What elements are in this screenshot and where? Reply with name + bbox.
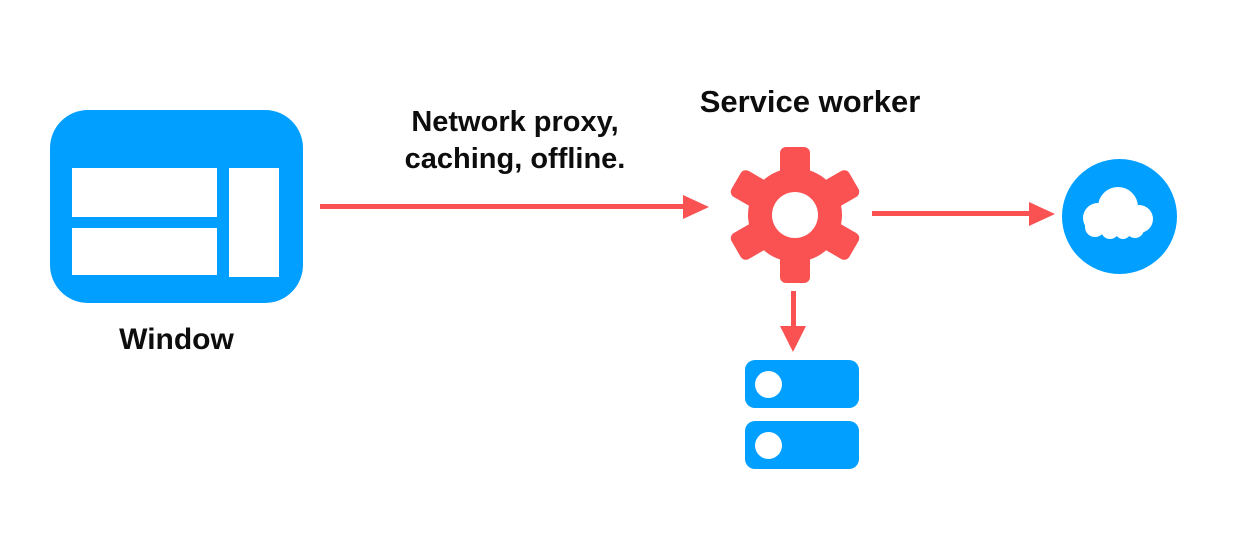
database-disk-indicator (755, 371, 782, 398)
worker-to-storage-arrow (791, 291, 796, 328)
database-disk-indicator (755, 432, 782, 459)
worker-to-cloud-arrow (872, 211, 1030, 216)
worker-to-cloud-arrowhead-icon (1029, 202, 1055, 226)
window-pane-right (229, 168, 279, 277)
database-disk-bottom (745, 421, 859, 469)
worker-to-storage-arrowhead-icon (780, 326, 806, 352)
window-label: Window (119, 323, 234, 356)
service-worker-label: Service worker (699, 84, 921, 119)
window-pane-top-left (72, 168, 217, 217)
database-icon (745, 360, 859, 471)
gear-icon (730, 147, 860, 283)
window-to-worker-arrowhead-icon (683, 195, 709, 219)
database-disk-top (745, 360, 859, 408)
window-to-worker-arrow (320, 204, 684, 209)
cloud-icon (1062, 159, 1177, 274)
window-pane-bottom-left (72, 228, 217, 275)
flow-caption: Network proxy, caching, offline. (360, 104, 670, 178)
browser-window-icon (50, 110, 303, 303)
flow-caption-line2: caching, offline. (404, 143, 626, 175)
flow-caption-line1: Network proxy, (411, 106, 619, 138)
